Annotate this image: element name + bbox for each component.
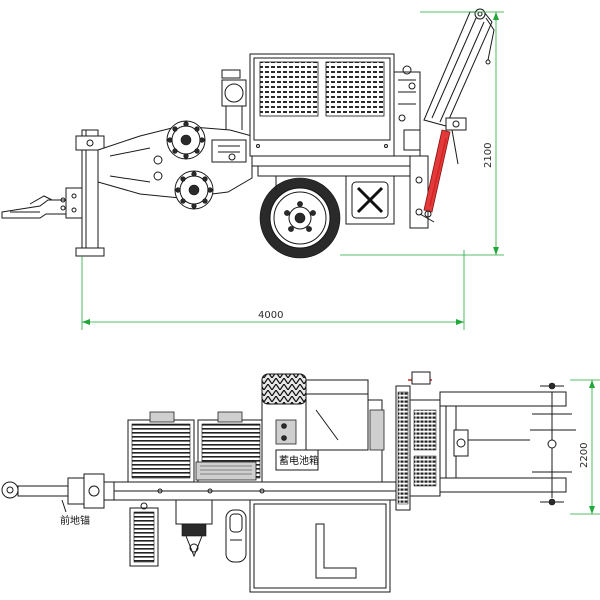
dimension-length-label: 4000 <box>258 310 283 321</box>
plan-frame-rails <box>113 481 401 501</box>
exhaust-muffler <box>221 69 247 130</box>
plan-fuel-tank <box>249 499 391 593</box>
plan-spare-tire <box>261 373 307 405</box>
bull-wheel-upper <box>166 120 206 160</box>
plan-engine <box>261 379 385 483</box>
engine-cabinet <box>249 53 395 157</box>
bull-wheel-lower <box>174 170 214 210</box>
plan-view: 前地锚 <box>1 371 600 593</box>
plan-lower-gear <box>175 499 213 558</box>
dimension-length: 4000 <box>81 250 465 330</box>
battery-box: 蓄电池箱 <box>275 449 319 471</box>
lifting-boom <box>423 8 495 165</box>
plan-drum-gear <box>195 461 257 481</box>
plan-tow-bar <box>1 473 128 509</box>
dimension-width-label: 2200 <box>579 443 590 468</box>
plan-rear-reel-frame <box>439 391 567 493</box>
gearbox <box>211 139 247 163</box>
ground-anchor-label: 前地锚 <box>60 514 90 527</box>
dimension-height: 2100 <box>340 11 504 256</box>
rear-mast <box>393 65 429 229</box>
tow-hitch <box>1 195 71 219</box>
ground-anchor-callout: 前地锚 <box>60 499 90 527</box>
plan-rear-sprocket-column <box>395 371 441 511</box>
dimension-width: 2200 <box>570 379 600 515</box>
fuel-tank <box>345 175 395 225</box>
plan-bull-drum-left <box>127 411 195 483</box>
plan-reel-shaft <box>530 382 576 506</box>
plan-lower-motor <box>129 502 159 567</box>
side-elevation-view: 4000 2100 <box>1 8 504 330</box>
battery-box-label: 蓄电池箱 <box>279 454 319 467</box>
support-leg <box>65 129 105 257</box>
plan-lower-cylinder <box>225 509 247 563</box>
hydraulic-cylinder <box>419 129 451 223</box>
dimension-height-label: 2100 <box>483 143 494 168</box>
road-wheel <box>259 175 341 259</box>
